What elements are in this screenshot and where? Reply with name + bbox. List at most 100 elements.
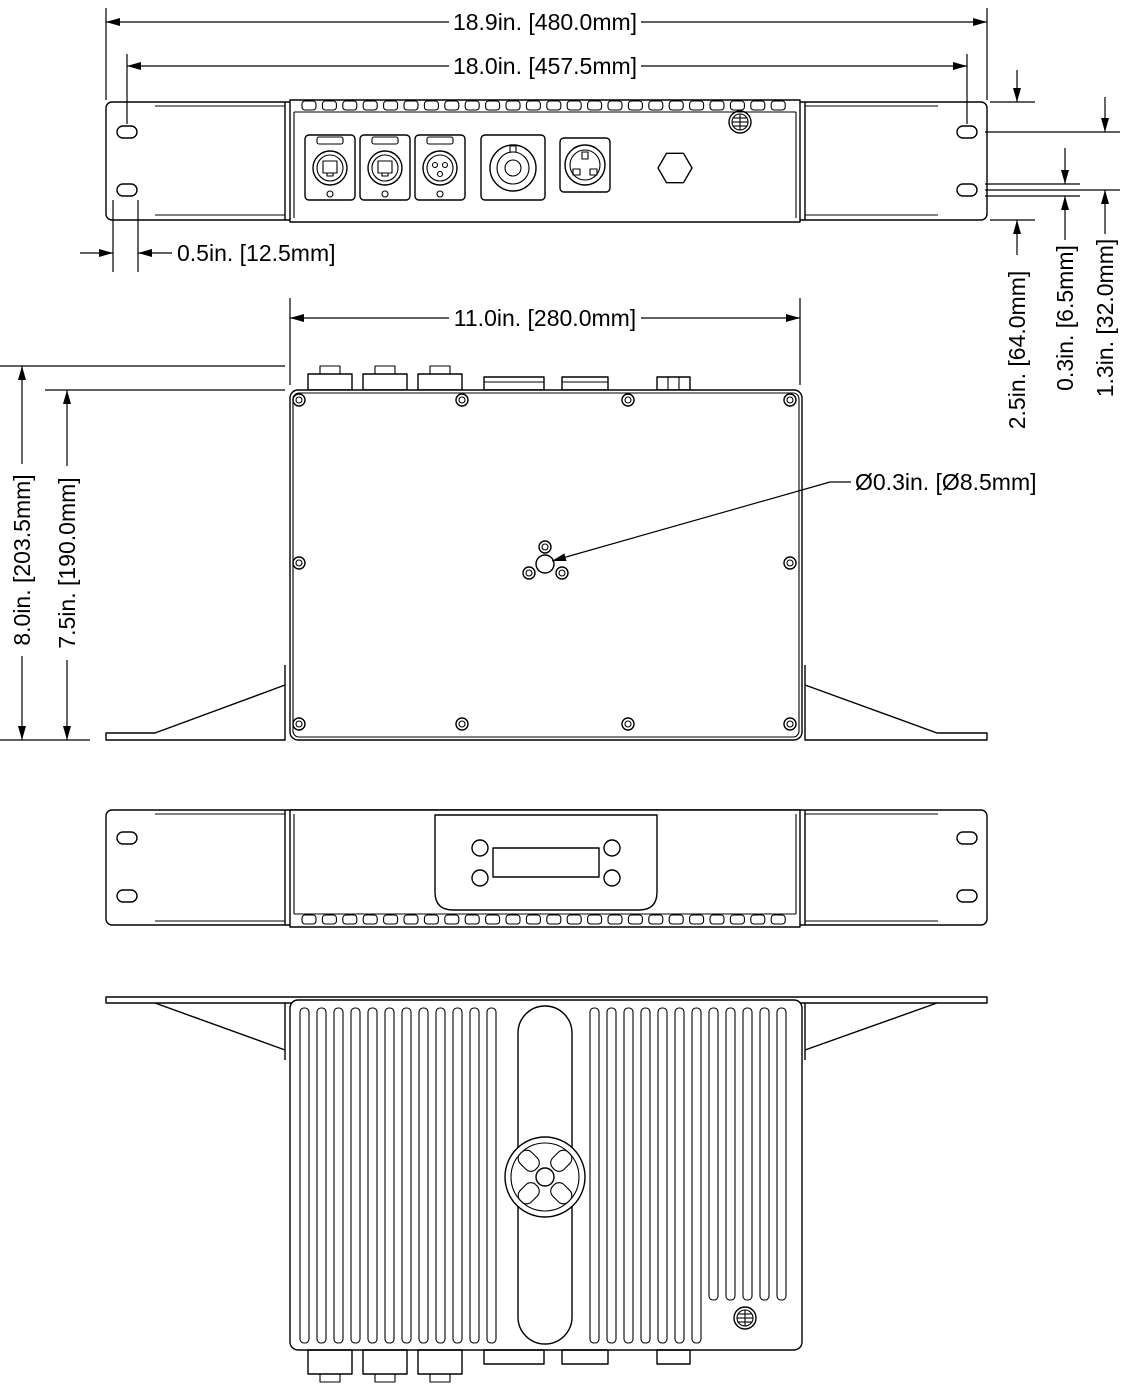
- fin-notch: [546, 100, 562, 111]
- fin-notch: [709, 914, 725, 925]
- panel-button-top-right: [603, 839, 621, 857]
- mount-hole-pattern: [522, 540, 569, 580]
- dim-height: [990, 70, 1035, 255]
- mount-slot-left-bottom: [116, 183, 138, 197]
- label-overall-width: 18.9in. [480.0mm]: [453, 9, 637, 35]
- bottom-ear-left: [154, 1002, 286, 1060]
- fin-notch: [648, 100, 664, 111]
- fin-notch: [525, 100, 541, 111]
- ground-screw-icon: [728, 110, 752, 134]
- fin-notch: [423, 100, 439, 111]
- rack-ear-left-flange: [105, 665, 286, 741]
- heatsink-fin: [759, 1007, 770, 1301]
- dim-body-width: [289, 298, 801, 385]
- fin-notch: [444, 100, 460, 111]
- fin-notch: [485, 914, 501, 925]
- heatsink-fin: [657, 1007, 668, 1344]
- fin-notch: [770, 100, 786, 111]
- heatsink-fin: [316, 1007, 327, 1344]
- heatsink-fin: [691, 1007, 702, 1344]
- heatsink-fin: [640, 1007, 651, 1344]
- fin-notch: [301, 914, 317, 925]
- top-view: [105, 365, 988, 741]
- fin-notch: [444, 914, 460, 925]
- fin-notch: [566, 100, 582, 111]
- label-body-width: 11.0in. [280.0mm]: [454, 305, 636, 331]
- fin-notch: [505, 914, 521, 925]
- label-body-depth: 7.5in. [190.0mm]: [54, 477, 80, 648]
- fin-notch: [668, 914, 684, 925]
- bottom-view: [105, 996, 988, 1383]
- dim-slot-height: [985, 148, 1080, 240]
- bottom-ear-right: [804, 1002, 938, 1060]
- fin-notch: [689, 100, 705, 111]
- control-panel: [434, 814, 658, 911]
- heatsink-fin: [486, 1007, 497, 1344]
- heatsink-fin: [725, 1007, 736, 1301]
- label-slot-spacing: 1.3in. [32.0mm]: [1092, 239, 1118, 398]
- rack-ear-right-flange: [804, 665, 988, 741]
- heatsink-fins: [299, 1007, 787, 1344]
- fin-notch: [729, 914, 745, 925]
- label-mount-hole: Ø0.3in. [Ø8.5mm]: [855, 469, 1037, 495]
- hex-nut: [657, 152, 693, 184]
- fin-notch: [668, 100, 684, 111]
- center-vent-emblem: [504, 1136, 586, 1218]
- rear-fin-notches: [301, 100, 786, 111]
- front-fin-notches: [301, 914, 786, 925]
- fin-notch: [301, 100, 317, 111]
- fin-notch: [546, 914, 562, 925]
- heatsink-fin: [674, 1007, 685, 1344]
- rear-view: [105, 99, 988, 223]
- top-cover-plate: [289, 389, 803, 741]
- heatsink-fin: [708, 1007, 719, 1301]
- heatsink-fin: [299, 1007, 310, 1344]
- heatsink-fin: [452, 1007, 463, 1344]
- fin-notch: [770, 914, 786, 925]
- fin-notch: [342, 100, 358, 111]
- heatsink-fin: [469, 1007, 480, 1344]
- label-overall-depth: 8.0in. [203.5mm]: [9, 474, 35, 645]
- dim-hole-offset: [80, 200, 172, 272]
- dim-overall-width: [105, 8, 988, 100]
- fin-notch: [362, 914, 378, 925]
- heatsink-fin: [589, 1007, 600, 1344]
- mount-slot-right-top: [956, 125, 978, 139]
- speakon-connector: [480, 134, 546, 201]
- heatsink-fin: [606, 1007, 617, 1344]
- center-mount-hole: [535, 554, 555, 574]
- fin-notch: [750, 100, 766, 111]
- fin-notch: [607, 100, 623, 111]
- fin-notch: [587, 914, 603, 925]
- fin-notch: [566, 914, 582, 925]
- fin-notch: [383, 100, 399, 111]
- fin-notch: [709, 100, 725, 111]
- heatsink-fin: [623, 1007, 634, 1344]
- panel-button-top-left: [471, 839, 489, 857]
- label-slot-height: 0.3in. [6.5mm]: [1052, 245, 1078, 391]
- mount-slot-left-top: [116, 125, 138, 139]
- fin-notch: [464, 100, 480, 111]
- panel-button-bottom-right: [603, 869, 621, 887]
- xlr-connector: [414, 134, 466, 201]
- fin-notch: [587, 100, 603, 111]
- heatsink-fin: [401, 1007, 412, 1344]
- ethercon-connector-2: [359, 134, 411, 201]
- dim-slot-spacing: [985, 97, 1120, 234]
- panel-button-bottom-left: [471, 869, 489, 887]
- fin-notch: [525, 914, 541, 925]
- dim-overall-depth: [0, 365, 285, 741]
- dim-hole-spacing: [126, 54, 968, 124]
- fin-notch: [321, 100, 337, 111]
- heatsink-fin: [776, 1007, 787, 1301]
- fin-notch: [383, 914, 399, 925]
- fin-notch: [485, 100, 501, 111]
- fin-notch: [627, 914, 643, 925]
- fin-notch: [321, 914, 337, 925]
- heatsink-fin: [742, 1007, 753, 1301]
- label-height: 2.5in. [64.0mm]: [1004, 271, 1030, 430]
- fin-notch: [423, 914, 439, 925]
- heatsink-fin: [350, 1007, 361, 1344]
- fin-notch: [342, 914, 358, 925]
